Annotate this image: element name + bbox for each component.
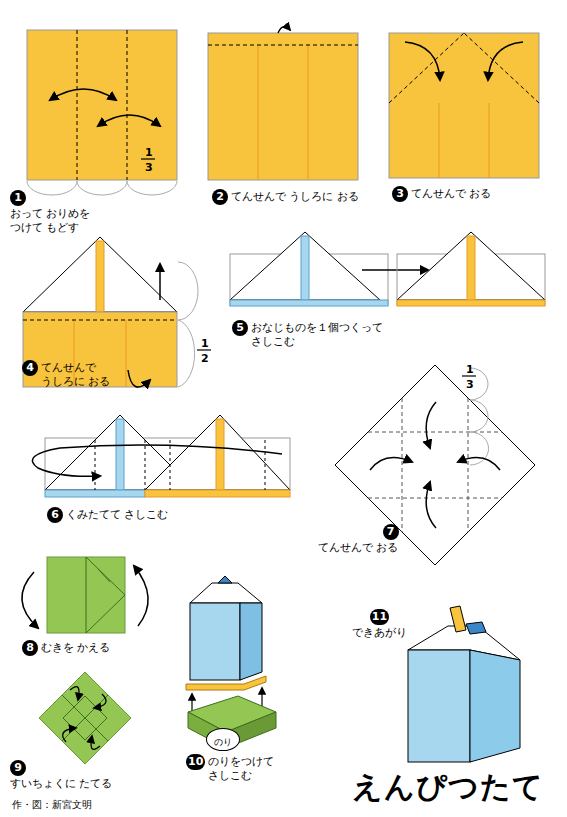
step-label: 2てんせんで うしろに おる xyxy=(212,189,359,205)
step-number: 8 xyxy=(22,640,38,656)
step-number: 3 xyxy=(392,186,408,202)
fraction-digit: 1 xyxy=(466,364,474,375)
step-number: 10 xyxy=(186,754,205,770)
step-caption: むきを かえる xyxy=(41,641,111,655)
step-caption: てんせんで おる xyxy=(411,187,492,201)
fraction-digit: 1 xyxy=(145,147,153,158)
step-caption: てんせんで おる xyxy=(318,541,399,555)
credit: 作・図：新宮文明 xyxy=(12,800,92,810)
step-number: 6 xyxy=(47,507,63,523)
step-label: 8むきを かえる xyxy=(22,640,111,656)
step-caption: てんせんで うしろに おる xyxy=(231,190,359,204)
fraction-digit: 3 xyxy=(145,162,153,173)
step-label: 6くみたてて さしこむ xyxy=(47,507,169,523)
step-number: 9 xyxy=(10,760,26,776)
step-number: 4 xyxy=(22,360,38,376)
step-number: 7 xyxy=(383,524,399,540)
fraction-digit: 3 xyxy=(466,379,474,390)
step-caption: てんせんで うしろに おる xyxy=(41,361,121,390)
step-label: 5おなじものを１個つくって さしこむ xyxy=(232,320,401,350)
step-label: 10のりをつけて さしこむ xyxy=(186,754,288,784)
step-caption: すいちょくに たてる xyxy=(10,777,113,791)
step-label: 9すいちょくに たてる xyxy=(10,760,113,791)
step-caption: できあがり xyxy=(352,626,407,640)
step-label: 3てんせんで おる xyxy=(392,186,492,202)
fraction-digit: 2 xyxy=(201,353,209,364)
step-caption: くみたてて さしこむ xyxy=(66,508,169,522)
fraction-digit: 1 xyxy=(201,338,209,349)
step-number: 5 xyxy=(232,320,248,336)
title: えんぴつたて xyxy=(352,772,544,802)
step-number: 1 xyxy=(10,190,26,206)
glue-text: のり xyxy=(214,737,232,747)
step-label: 1おって おりめを つけて もどす xyxy=(10,190,120,236)
step-label: 11できあがり xyxy=(352,609,407,640)
step-caption: のりをつけて さしこむ xyxy=(208,755,288,784)
step-caption: おなじものを１個つくって さしこむ xyxy=(251,321,401,350)
step-number: 2 xyxy=(212,189,228,205)
glue-oval: のり xyxy=(206,728,240,751)
step-label: 4てんせんで うしろに おる xyxy=(22,360,121,390)
step-label: 7てんせんで おる xyxy=(318,524,399,555)
step-caption: おって おりめを つけて もどす xyxy=(10,207,120,236)
step-number: 11 xyxy=(370,609,389,625)
